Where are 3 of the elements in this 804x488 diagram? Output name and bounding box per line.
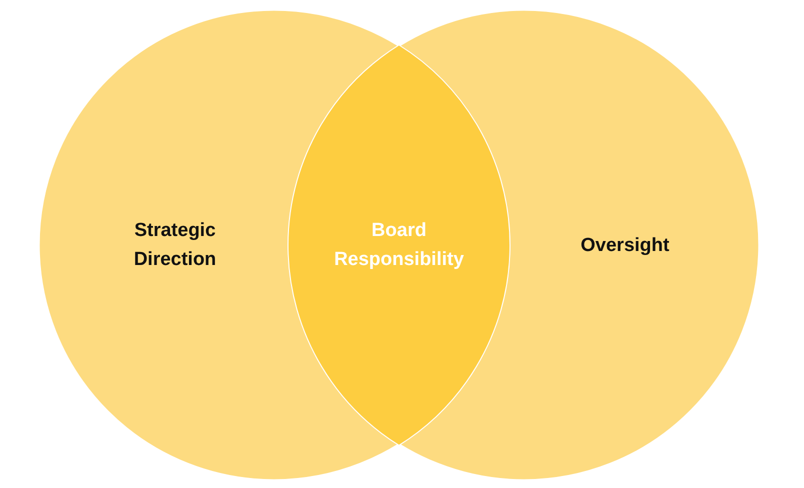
set-label: Strategic Direction [132, 219, 218, 272]
set-label: Oversight [580, 234, 670, 258]
set-label: Board Responsibility [333, 218, 465, 272]
